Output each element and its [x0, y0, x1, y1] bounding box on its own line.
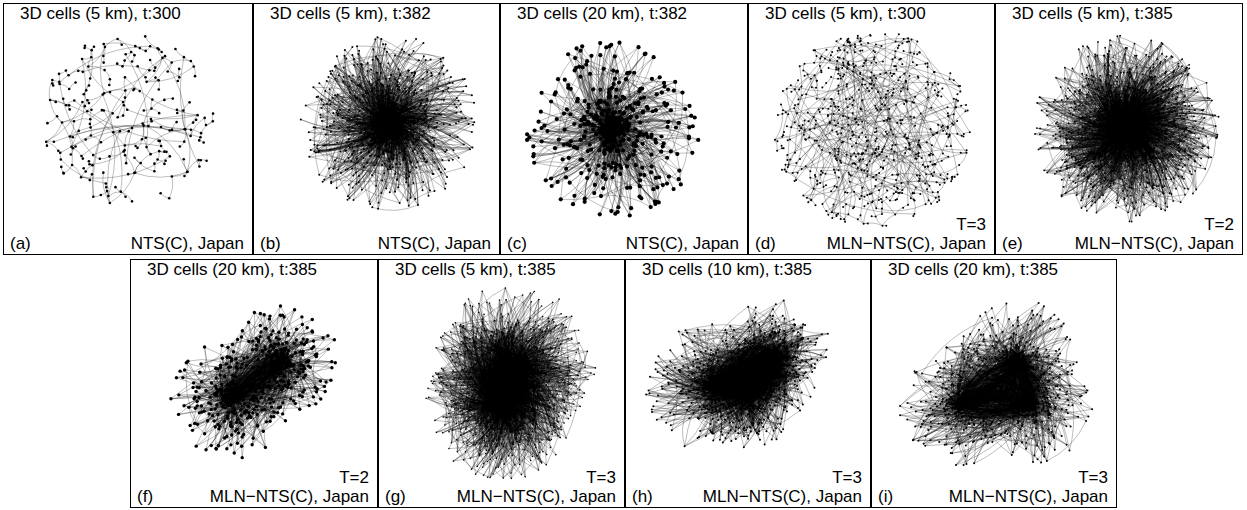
figure-stage: 3D cells (5 km), t:300(a)NTS(C), Japan3D… — [0, 0, 1247, 510]
